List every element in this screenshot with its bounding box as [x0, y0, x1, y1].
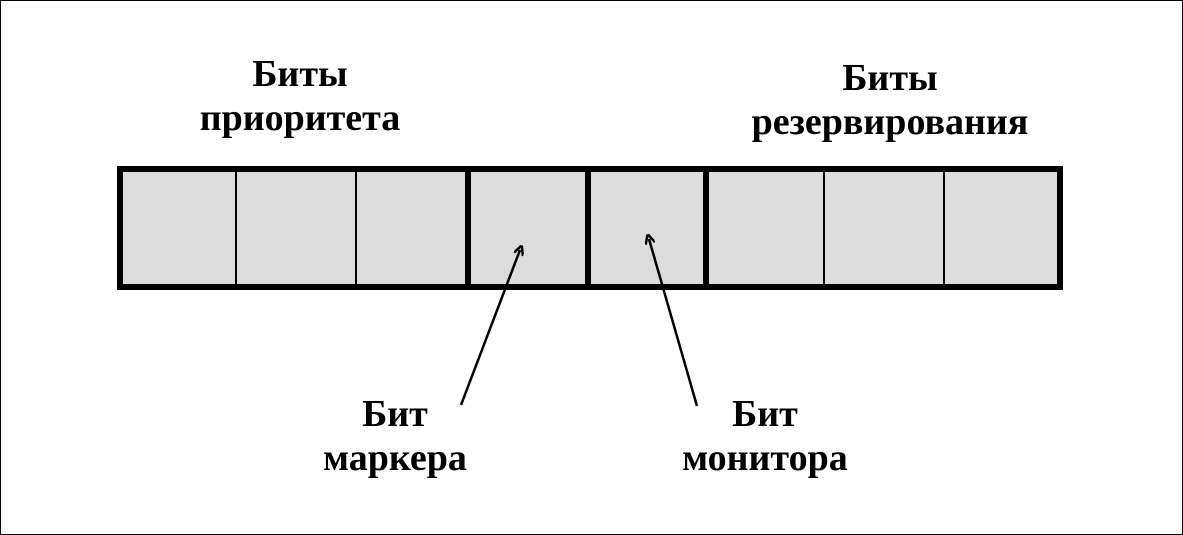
bit-cell-7	[823, 168, 945, 288]
bit-cell-6	[705, 168, 825, 288]
bit-cell-5	[587, 168, 707, 288]
bit-cell-8	[943, 168, 1061, 288]
marker-bit-label-line1: Бит	[362, 393, 428, 435]
reservation-bits-label: Биты резервирования	[715, 56, 1065, 144]
bit-cell-1	[119, 168, 237, 288]
bit-cell-2	[235, 168, 357, 288]
monitor-bit-label-line2: монитора	[682, 437, 848, 479]
monitor-bit-label: Бит монитора	[650, 392, 880, 480]
reservation-bits-label-line2: резервирования	[751, 101, 1029, 143]
priority-bits-label-line1: Биты	[252, 53, 348, 95]
reservation-bits-label-line1: Биты	[842, 57, 938, 99]
monitor-bit-label-line1: Бит	[732, 393, 798, 435]
register	[117, 166, 1063, 290]
marker-bit-label: Бит маркера	[290, 392, 500, 480]
monitor-arrow	[649, 239, 699, 407]
priority-bits-label: Биты приоритета	[170, 52, 430, 140]
marker-arrow	[459, 250, 520, 406]
bit-cell-4	[467, 168, 589, 288]
bit-cell-3	[355, 168, 469, 288]
priority-bits-label-line2: приоритета	[199, 97, 401, 139]
marker-bit-label-line2: маркера	[323, 437, 467, 479]
